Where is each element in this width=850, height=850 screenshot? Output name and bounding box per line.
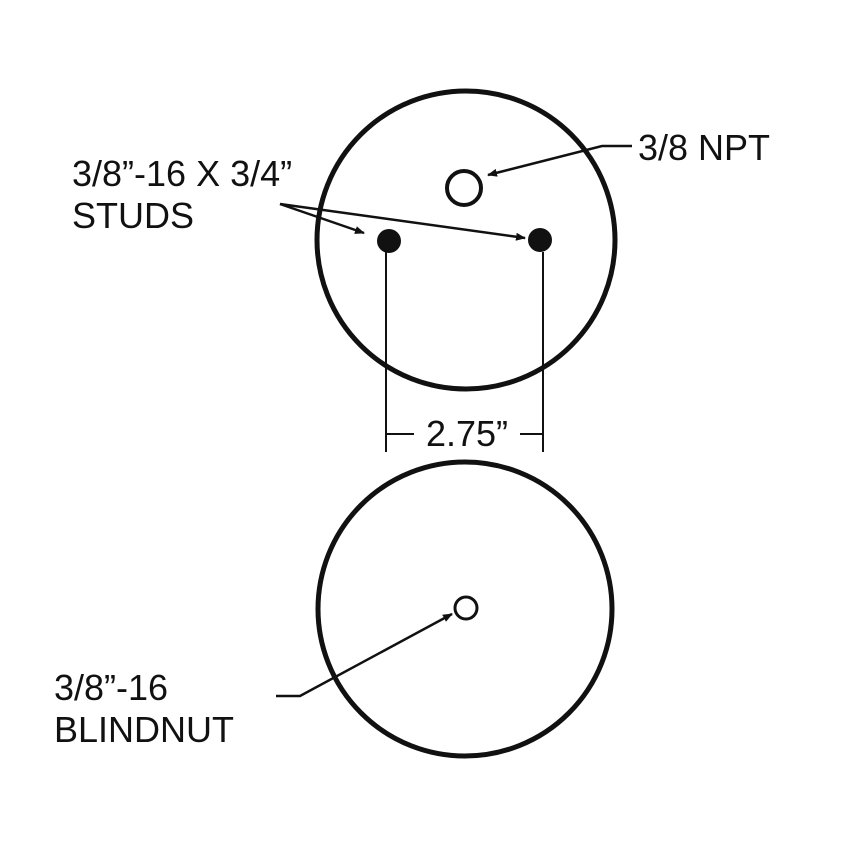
stud-right — [528, 228, 552, 252]
spacing-label: 2.75” — [426, 413, 508, 454]
stud-leader-right — [279, 202, 526, 241]
top-plate-outline — [314, 88, 618, 392]
npt-port-hole — [445, 169, 483, 207]
port-label: 3/8 NPT — [638, 127, 770, 168]
blindnut-label-line1: 3/8”-16 — [54, 667, 168, 708]
bottom-plate-outline — [315, 459, 615, 759]
bottom-view: 3/8”-16 BLINDNUT — [54, 459, 615, 759]
stud-label-line1: 3/8”-16 X 3/4” — [72, 153, 292, 194]
stud-label-line2: STUDS — [72, 195, 194, 236]
blindnut-hole — [453, 595, 479, 621]
blindnut-label-line2: BLINDNUT — [54, 709, 234, 750]
blindnut-leader — [276, 612, 453, 698]
stud-left — [377, 229, 401, 253]
port-leader — [487, 144, 632, 177]
stud-leader-left — [279, 202, 365, 235]
top-view: 3/8”-16 X 3/4” STUDS 3/8 NPT 2.75” — [72, 88, 770, 454]
